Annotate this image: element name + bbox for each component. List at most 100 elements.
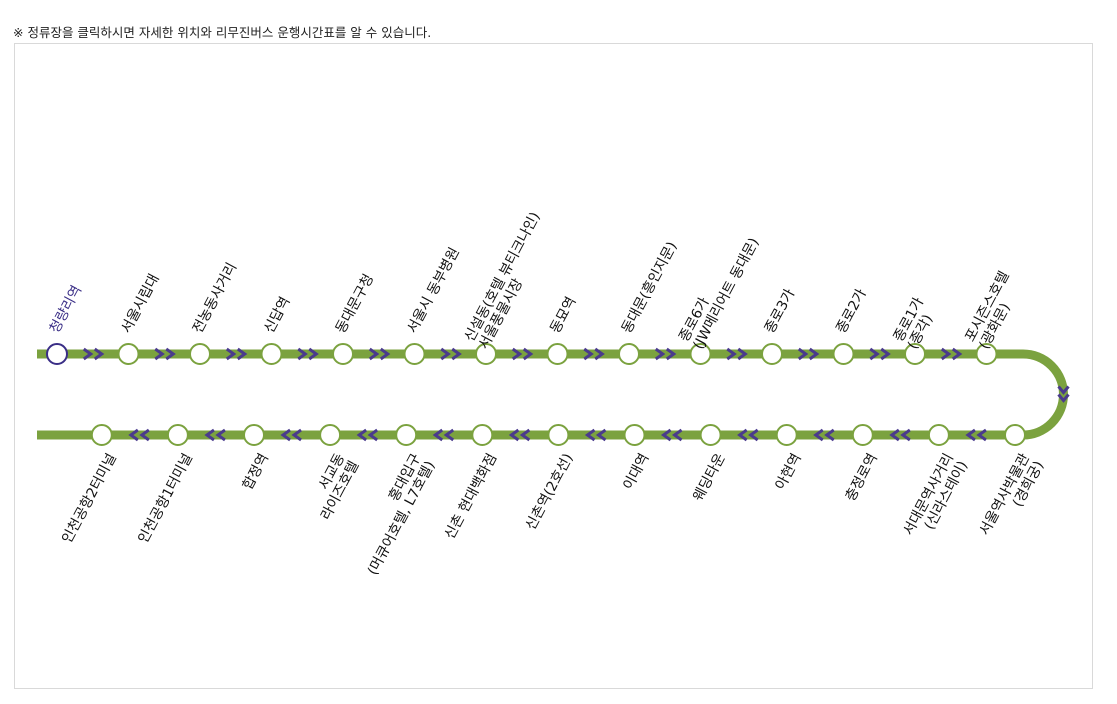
double-chevron-left-icon [813,428,835,442]
double-chevron-left-icon [508,428,531,442]
chevron-mark [308,347,319,361]
double-chevron-left-icon [204,428,226,442]
chevron-mark [225,347,237,361]
double-chevron-right-icon [654,347,677,361]
chevron-mark [356,428,368,442]
chevron-mark [726,347,737,361]
stop-lower-3[interactable] [775,424,798,446]
chevron-mark [236,347,248,361]
stop-upper-8[interactable] [618,343,640,365]
chevron-mark [215,428,226,442]
chevron-mark [665,347,677,361]
double-chevron-right-icon [869,347,891,361]
double-chevron-left-icon [432,428,455,442]
chevron-mark [451,347,462,361]
double-chevron-right-icon [583,347,605,361]
stop-lower-12[interactable] [90,424,113,446]
chevron-mark [432,428,444,442]
double-chevron-left-icon [280,428,302,442]
stop-upper-1[interactable] [117,343,140,365]
stop-lower-5[interactable] [623,424,646,446]
chevron-mark [1057,385,1070,395]
chevron-mark [671,428,683,442]
chevron-mark [660,428,672,442]
chevron-mark [291,428,302,442]
chevron-mark [824,428,835,442]
stop-lower-10[interactable] [243,424,265,446]
double-chevron-left-icon [737,428,759,442]
stop-lower-6[interactable] [547,424,570,446]
chevron-mark [594,347,605,361]
double-chevron-left-icon [356,428,379,442]
chevron-mark [165,347,176,361]
chevron-mark [280,428,291,442]
chevron-mark [508,428,520,442]
stop-upper-7[interactable] [546,343,569,365]
route-line [37,343,1070,446]
chevron-mark [737,428,748,442]
stop-upper-4[interactable] [332,343,354,365]
double-chevron-right-icon [154,347,176,361]
stop-lower-9[interactable] [319,424,342,446]
double-chevron-right-icon [726,347,748,361]
chevron-mark [900,428,911,442]
stop-lower-0[interactable] [1004,424,1026,446]
chevron-mark [511,347,523,361]
stop-lower-2[interactable] [851,424,874,446]
chevron-mark [869,347,880,361]
stop-upper-11[interactable] [832,343,855,365]
double-chevron-left-icon [660,428,683,442]
chevron-mark [440,347,451,361]
chevron-mark [951,347,963,361]
stop-upper-12[interactable] [904,343,926,365]
double-chevron-right-icon [440,347,462,361]
chevron-mark [522,347,534,361]
double-chevron-left-icon [965,428,987,442]
chevron-mark [813,428,824,442]
double-chevron-right-icon [511,347,534,361]
chevron-mark [443,428,455,442]
route-notice: ※ 정류장을 클릭하시면 자세한 위치와 리무진버스 운행시간표를 알 수 있습… [13,25,432,40]
chevron-mark [583,347,594,361]
stop-lower-8[interactable] [395,424,418,446]
stop-lower-7[interactable] [471,424,494,446]
double-chevron-left-icon [889,428,911,442]
stop-lower-4[interactable] [699,424,722,446]
stop-lower-11[interactable] [166,424,189,446]
chevron-mark [748,428,759,442]
double-chevron-right-icon [82,347,105,361]
stop-upper-0[interactable] [46,343,68,365]
chevron-mark [595,428,607,442]
chevron-mark [654,347,666,361]
chevron-mark [965,428,976,442]
stop-upper-13[interactable] [975,343,998,365]
chevron-mark [880,347,891,361]
chevron-mark [368,347,380,361]
chevron-mark [154,347,165,361]
stop-upper-9[interactable] [689,343,712,365]
stop-upper-6[interactable] [475,343,497,365]
stop-upper-3[interactable] [260,343,283,365]
double-chevron-right-icon [225,347,248,361]
chevron-mark [93,347,105,361]
stop-upper-5[interactable] [403,343,426,365]
chevron-mark [584,428,596,442]
chevron-mark [297,347,308,361]
chevron-mark [737,347,748,361]
chevron-mark [128,428,139,442]
chevron-mark [940,347,952,361]
double-chevron-right-icon [797,347,820,361]
chevron-mark [82,347,94,361]
double-chevron-right-icon [940,347,963,361]
chevron-mark [976,428,987,442]
chevron-mark [1057,393,1070,403]
stop-upper-10[interactable] [761,343,783,365]
chevron-mark [519,428,531,442]
stop-lower-1[interactable] [927,424,950,446]
double-chevron-right-icon [368,347,391,361]
route-path [37,349,1068,440]
stop-upper-2[interactable] [189,343,211,365]
chevron-mark [379,347,391,361]
chevron-mark [797,347,809,361]
